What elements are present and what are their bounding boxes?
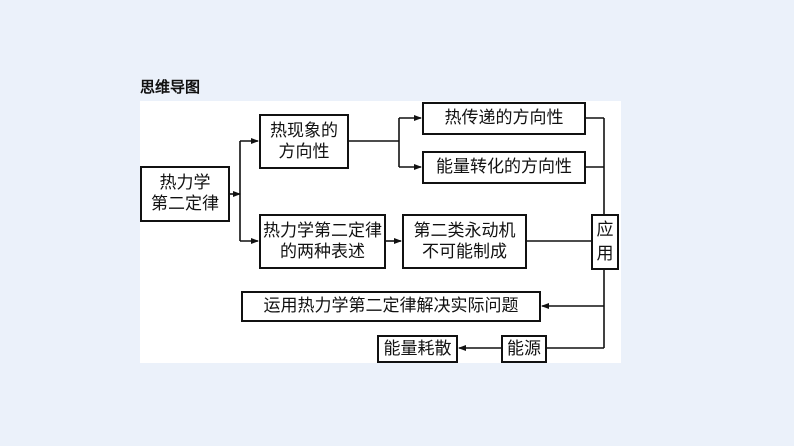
node-energy-source: 能源 xyxy=(501,335,547,363)
node-second-law: 热力学 第二定律 xyxy=(140,166,230,222)
node-solve-problems: 运用热力学第二定律解决实际问题 xyxy=(241,291,541,322)
mind-map-title: 思维导图 xyxy=(140,78,201,96)
node-energy-dissipation: 能量耗散 xyxy=(377,335,458,363)
node-energy-conversion-direction: 能量转化的方向性 xyxy=(422,151,586,184)
node-application: 应 用 xyxy=(591,214,619,270)
node-perpetual-motion: 第二类永动机 不可能制成 xyxy=(402,214,527,269)
node-two-statements: 热力学第二定律 的两种表述 xyxy=(259,214,386,269)
node-heat-transfer-direction: 热传递的方向性 xyxy=(422,102,586,135)
node-thermal-direction: 热现象的 方向性 xyxy=(259,114,349,169)
